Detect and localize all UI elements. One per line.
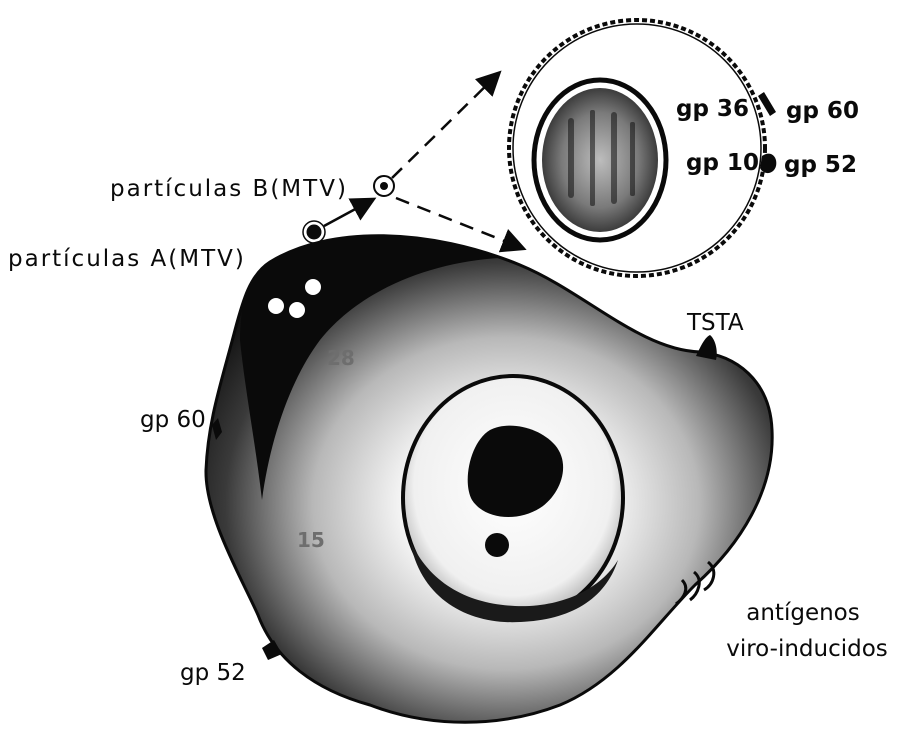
nucleus-dot — [485, 533, 509, 557]
label-antigens-line2: viro-inducidos — [708, 636, 906, 662]
dashed-arrow-upper — [392, 74, 498, 178]
particle-a — [307, 225, 321, 239]
budding-particle-1 — [268, 298, 284, 314]
gp52-virion-knob — [760, 154, 776, 173]
label-gp10: gp 10 — [686, 150, 759, 176]
arrow-a-to-b — [324, 200, 372, 226]
label-particles-b: partículas B(MTV) — [110, 176, 348, 202]
label-particles-a: partículas A(MTV) — [8, 246, 246, 272]
label-antigens-line1: antígenos — [728, 600, 878, 626]
marker-28: 28 — [327, 346, 355, 370]
particle-b-core — [380, 182, 388, 190]
label-gp52-cell: gp 52 — [180, 660, 246, 686]
label-gp52-virion: gp 52 — [784, 152, 857, 178]
label-gp60-cell: gp 60 — [140, 407, 206, 433]
marker-15: 15 — [297, 528, 325, 552]
virion-core — [542, 88, 658, 232]
budding-particle-3 — [305, 279, 321, 295]
label-gp36: gp 36 — [676, 96, 749, 122]
label-gp60-virion: gp 60 — [786, 98, 859, 124]
budding-particle-2 — [289, 302, 305, 318]
tsta-knob — [696, 335, 717, 360]
label-tsta: TSTA — [687, 310, 744, 336]
